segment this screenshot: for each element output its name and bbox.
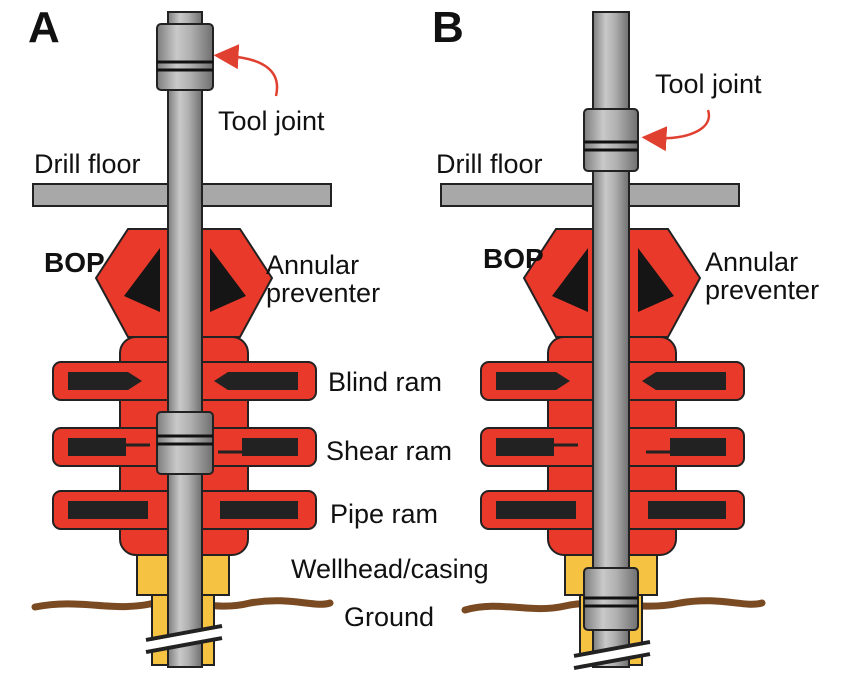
blind-ram-label: Blind ram [328,367,442,397]
blind-ram-left [496,372,570,390]
blind-ram-right [214,372,298,390]
panel-a: A [28,3,489,668]
tool-joint-box [156,23,214,91]
pipe-ram-right [648,501,726,519]
annular-label-1: Annular [705,247,798,277]
panel-b: B [432,3,819,670]
drill-pipe [167,54,203,668]
drill-floor-label: Drill floor [34,149,141,179]
tool-joint-arrow [213,44,279,97]
annular-element-left [124,248,160,312]
annular-label-1: Annular [266,250,359,280]
pipe-ram-label: Pipe ram [330,499,438,529]
shear-ram-right [670,438,726,456]
bop-label: BOP [44,247,105,278]
annular-element-right [210,248,246,312]
ground-label: Ground [344,602,434,632]
tool-joint-label: Tool joint [218,106,325,136]
bop-label: BOP [483,243,544,274]
shear-ram-left [496,438,554,456]
break-mark [573,652,651,670]
tool-joint-label: Tool joint [655,69,762,99]
blind-ram-right [642,372,726,390]
panel-letter: B [432,3,464,52]
pipe-ram-right [220,501,298,519]
break-mark [573,640,651,658]
break-mark [145,624,223,642]
panel-letter: A [28,3,60,52]
break-gap [145,628,223,650]
tool-joint-arrow [641,109,711,152]
drill-floor [440,183,740,207]
wellhead-label: Wellhead/casing [291,554,489,584]
break-gap [573,644,651,666]
annular-element-left [552,248,588,312]
annular-element-right [638,248,674,312]
pipe-ram-left [68,501,148,519]
shear-ram-label: Shear ram [326,436,452,466]
shear-ram-right [242,438,298,456]
blind-ram-left [68,372,142,390]
break-mark [145,636,223,654]
annular-label-2: preventer [266,278,380,308]
shear-ram-left [68,438,126,456]
drill-floor-label: Drill floor [436,149,543,179]
pipe-ram-left [496,501,576,519]
annular-label-2: preventer [705,275,819,305]
tool-joint-upper [583,108,639,172]
